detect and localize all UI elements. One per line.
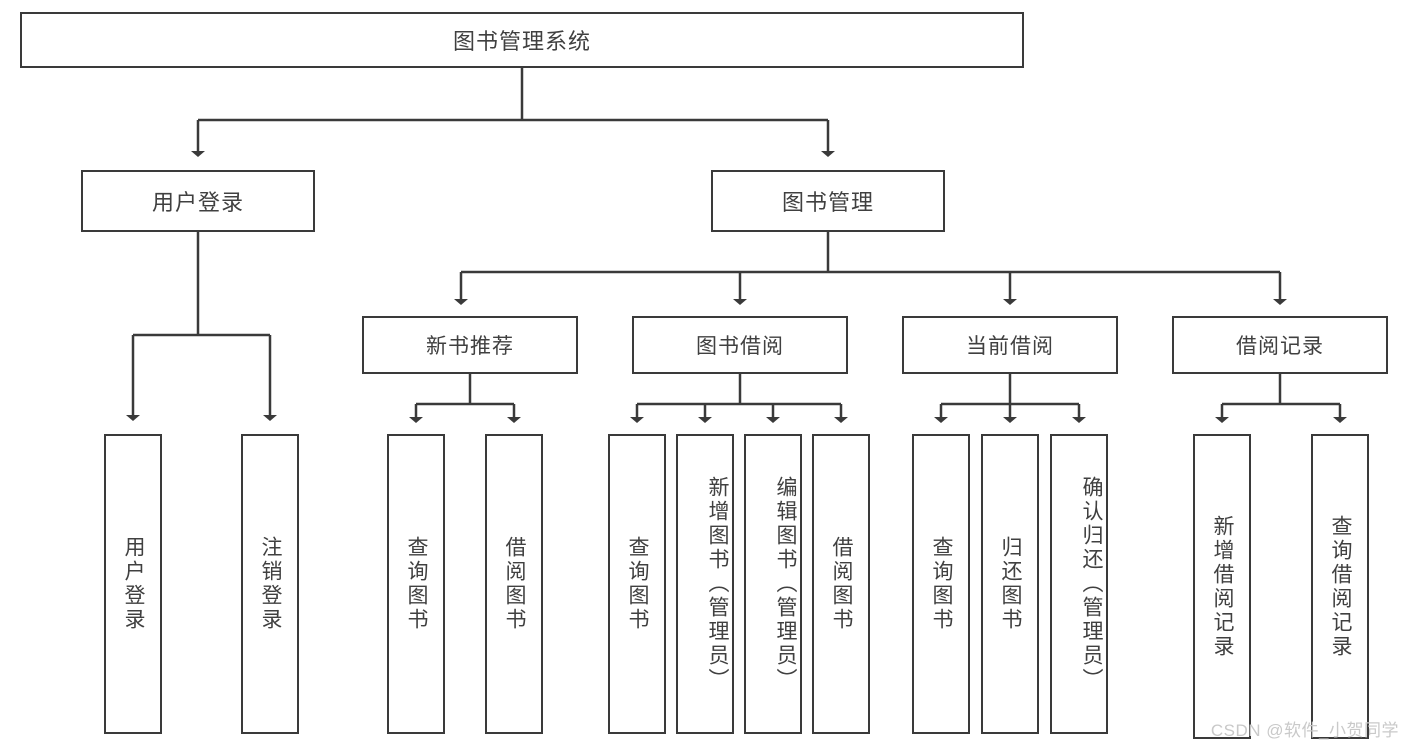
node-root[interactable]: 图书管理系统 bbox=[20, 12, 1024, 68]
leaf-query-book-recommend[interactable]: 查询图书 bbox=[387, 434, 445, 734]
leaf-return-book[interactable]: 归还图书 bbox=[981, 434, 1039, 734]
leaf-query-book-current[interactable]: 查询图书 bbox=[912, 434, 970, 734]
node-borrow-records[interactable]: 借阅记录 bbox=[1172, 316, 1388, 374]
leaf-query-book-borrow[interactable]: 查询图书 bbox=[608, 434, 666, 734]
watermark-text: CSDN @软件_小贺同学 bbox=[1210, 721, 1399, 740]
node-user-login[interactable]: 用户登录 bbox=[81, 170, 315, 232]
node-current-borrow[interactable]: 当前借阅 bbox=[902, 316, 1118, 374]
node-new-book-recommend[interactable]: 新书推荐 bbox=[362, 316, 578, 374]
leaf-add-book-admin[interactable]: 新增图书（管理员） bbox=[676, 434, 734, 734]
leaf-logout[interactable]: 注销登录 bbox=[241, 434, 299, 734]
leaf-query-borrow-record[interactable]: 查询借阅记录 bbox=[1311, 434, 1369, 739]
leaf-user-login[interactable]: 用户登录 bbox=[104, 434, 162, 734]
leaf-add-borrow-record[interactable]: 新增借阅记录 bbox=[1193, 434, 1251, 739]
leaf-edit-book-admin[interactable]: 编辑图书（管理员） bbox=[744, 434, 802, 734]
node-book-borrow[interactable]: 图书借阅 bbox=[632, 316, 848, 374]
node-book-management[interactable]: 图书管理 bbox=[711, 170, 945, 232]
leaf-borrow-book-recommend[interactable]: 借阅图书 bbox=[485, 434, 543, 734]
leaf-borrow-book[interactable]: 借阅图书 bbox=[812, 434, 870, 734]
leaf-confirm-return-admin[interactable]: 确认归还（管理员） bbox=[1050, 434, 1108, 734]
